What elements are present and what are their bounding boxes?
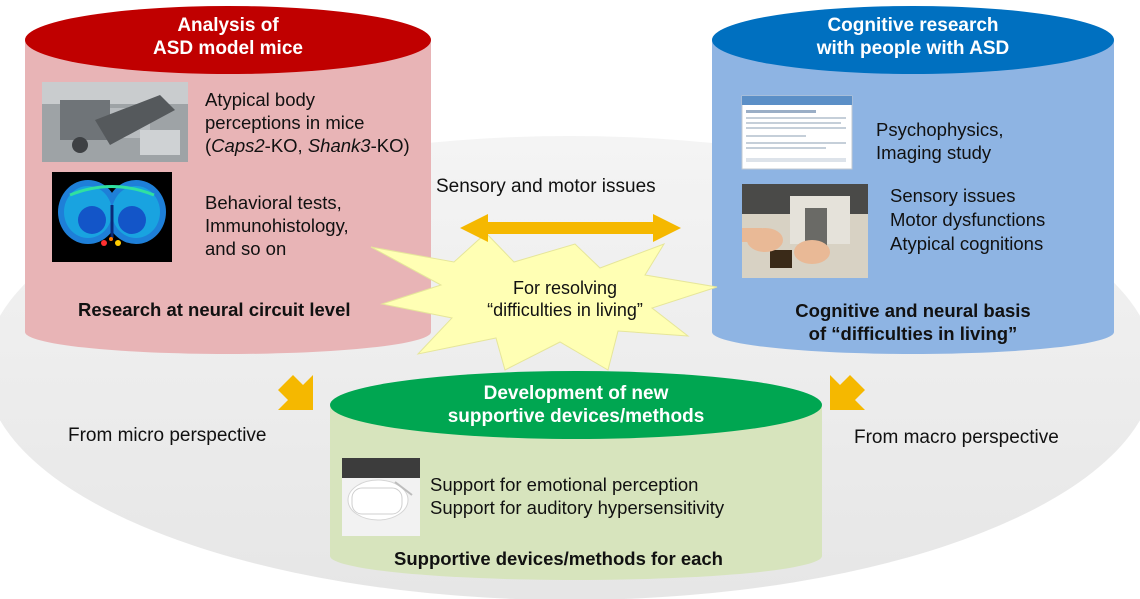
bottom-title-line2: supportive devices/methods xyxy=(447,406,705,427)
micro-arrow xyxy=(278,375,313,410)
bottom-item-line2: Support for auditory hypersensitivity xyxy=(430,497,725,518)
left-title-line1: Analysis of xyxy=(177,15,279,36)
right-item2-line2: Motor dysfunctions xyxy=(890,209,1046,230)
double-arrow xyxy=(460,214,681,242)
left-cylinder-title: Analysis of ASD model mice xyxy=(25,14,431,60)
burst-shape xyxy=(370,232,718,371)
bottom-title-line1: Development of new xyxy=(483,383,669,404)
mouse-apparatus-photo xyxy=(42,82,188,162)
hands-experiment-photo xyxy=(742,184,868,278)
gene-caps2: Caps2 xyxy=(211,135,265,156)
left-item2-text: Behavioral tests, Immunohistology, and s… xyxy=(205,191,349,260)
burst-line2: “difficulties in living” xyxy=(487,300,643,320)
right-item1-text: Psychophysics, Imaging study xyxy=(876,118,1004,164)
gene-shank3: Shank3 xyxy=(307,135,371,156)
right-title-line2: with people with ASD xyxy=(816,38,1010,59)
bottom-cylinder-title: Development of new supportive devices/me… xyxy=(330,382,822,428)
left-item1-line2: perceptions in mice xyxy=(205,112,365,133)
macro-perspective-label: From macro perspective xyxy=(854,427,1059,448)
right-item2-line3: Atypical cognitions xyxy=(890,233,1044,254)
right-item2-text: Sensory issues Motor dysfunctions Atypic… xyxy=(890,184,1045,256)
bottom-cylinder-body xyxy=(330,405,822,580)
bottom-item-line1: Support for emotional perception xyxy=(430,474,699,495)
macro-arrow xyxy=(830,375,865,410)
left-cylinder-top xyxy=(25,6,431,74)
left-item2-line2: Immunohistology, xyxy=(205,215,349,236)
micro-perspective-label: From micro perspective xyxy=(68,425,267,446)
right-item1-line2: Imaging study xyxy=(876,142,992,163)
brain-section-photo xyxy=(52,172,172,262)
sensory-motor-label: Sensory and motor issues xyxy=(436,176,656,197)
burst-text: For resolving “difficulties in living” xyxy=(450,277,680,321)
right-footer-line1: Cognitive and neural basis xyxy=(795,300,1031,321)
right-footer-line2: of “difficulties in living” xyxy=(808,323,1018,344)
bottom-item-text: Support for emotional perception Support… xyxy=(430,473,724,519)
right-cylinder-title: Cognitive research with people with ASD xyxy=(712,14,1114,60)
left-item1-line3: (Caps2-KO, Shank3-KO) xyxy=(205,135,410,156)
support-device-photo xyxy=(342,458,420,536)
right-cylinder-top xyxy=(712,6,1114,74)
left-item1-line1: Atypical body xyxy=(205,89,316,110)
web-screenshot-photo xyxy=(741,95,853,170)
right-item1-line1: Psychophysics, xyxy=(876,119,1004,140)
left-item1-text: Atypical body perceptions in mice (Caps2… xyxy=(205,88,410,157)
bottom-cylinder-footer: Supportive devices/methods for each xyxy=(394,548,723,569)
right-title-line1: Cognitive research xyxy=(827,15,999,36)
left-item2-line3: and so on xyxy=(205,238,287,259)
left-item2-line1: Behavioral tests, xyxy=(205,192,342,213)
right-item2-line1: Sensory issues xyxy=(890,185,1016,206)
right-cylinder-footer: Cognitive and neural basis of “difficult… xyxy=(712,299,1114,345)
bottom-cylinder xyxy=(330,371,822,580)
left-cylinder-footer: Research at neural circuit level xyxy=(78,299,351,320)
left-title-line2: ASD model mice xyxy=(153,38,303,59)
bottom-cylinder-top xyxy=(330,371,822,439)
burst-line1: For resolving xyxy=(512,278,618,298)
